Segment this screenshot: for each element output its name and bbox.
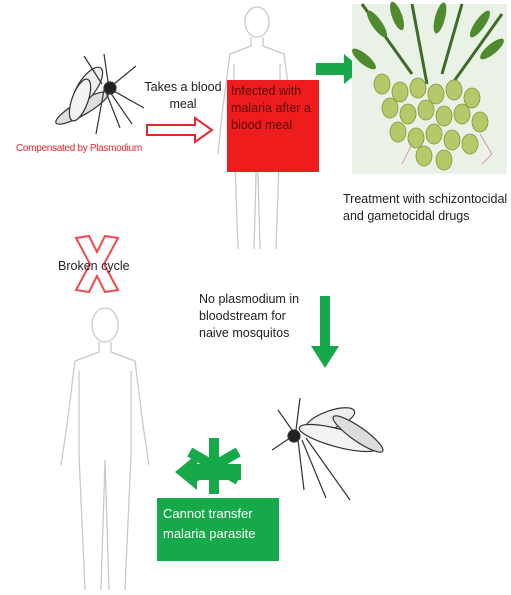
mosquito-caption: Compensated by Plasmodium bbox=[16, 143, 142, 154]
human-silhouette-icon-bottom bbox=[55, 305, 155, 595]
green-arrow-icon-down bbox=[309, 296, 341, 370]
mosquito-icon-bottom bbox=[268, 390, 393, 505]
treatment-label: Treatment with schizontocidal and gameto… bbox=[343, 191, 511, 225]
blood-meal-label: Takes a blood meal bbox=[143, 79, 223, 113]
star-burst-icon bbox=[192, 438, 236, 494]
arrow-outline-icon bbox=[145, 116, 215, 144]
no-plasmodium-label: No plasmodium in bloodstream for naive m… bbox=[199, 291, 317, 342]
mosquito-icon-top bbox=[40, 48, 150, 148]
broken-cycle-label: Broken cycle bbox=[58, 258, 130, 275]
neem-plant-image bbox=[352, 4, 507, 174]
cannot-transfer-box: Cannot transfer malaria parasite bbox=[157, 498, 279, 561]
infected-box: Infected with malaria after a blood meal bbox=[227, 80, 319, 172]
